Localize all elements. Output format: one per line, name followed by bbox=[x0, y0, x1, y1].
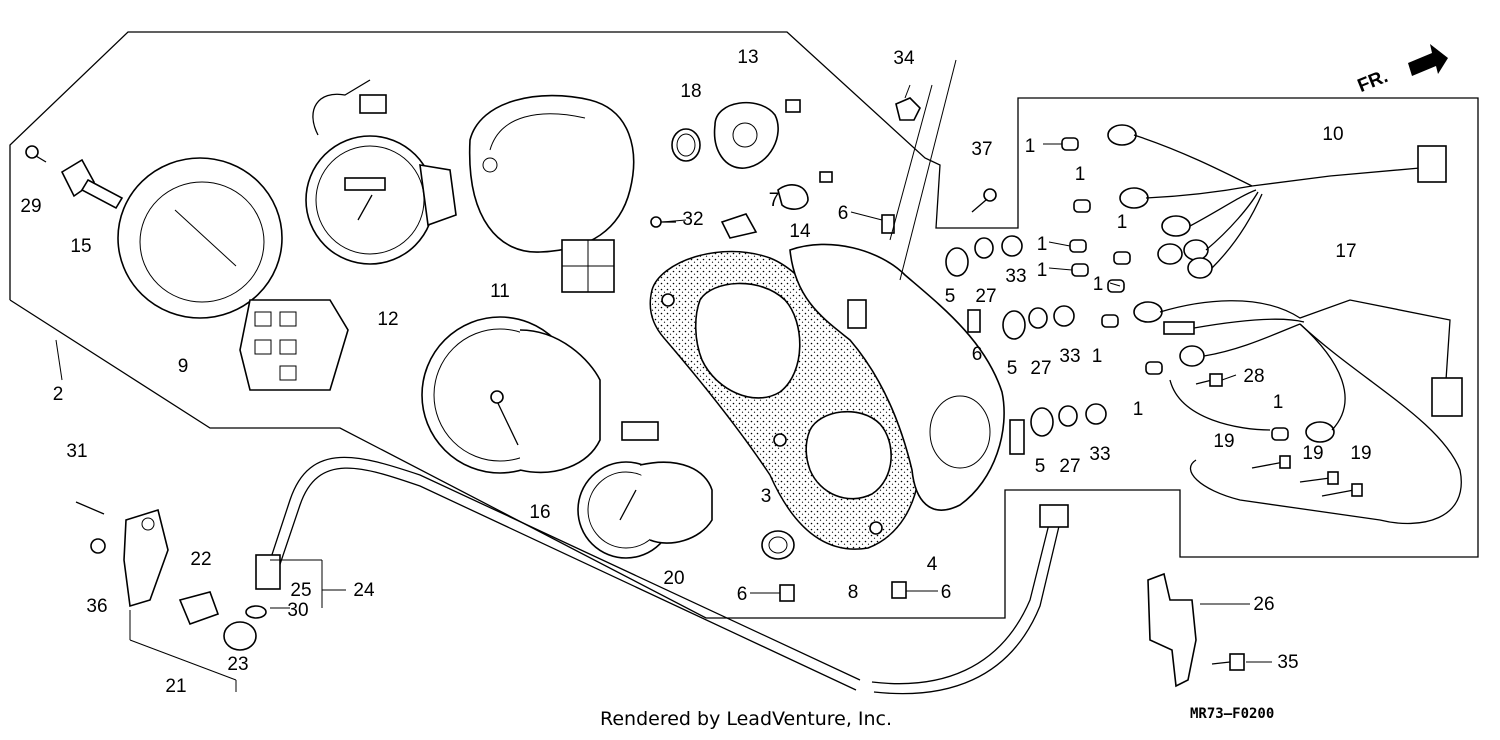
meter-case bbox=[117, 157, 349, 391]
callout-11: 11 bbox=[490, 281, 510, 302]
gasket-8 bbox=[649, 250, 922, 550]
reset-knob bbox=[60, 158, 124, 210]
callout-24: 24 bbox=[353, 580, 375, 601]
callout-1: 1 bbox=[1025, 136, 1036, 157]
bracket-26 bbox=[1147, 572, 1197, 688]
callout-21: 21 bbox=[165, 676, 186, 697]
screw-29 bbox=[25, 145, 47, 163]
callout-20: 20 bbox=[663, 568, 684, 589]
callout-5: 5 bbox=[1007, 358, 1018, 379]
callout-16: 16 bbox=[529, 502, 550, 523]
callout-1: 1 bbox=[1092, 346, 1103, 367]
screw-32 bbox=[650, 216, 676, 228]
nut-34 bbox=[895, 97, 921, 121]
diagram-code: MR73–F0200 bbox=[1190, 706, 1275, 722]
gearbox-13 bbox=[713, 99, 801, 169]
screw-37 bbox=[971, 188, 997, 213]
callout-17: 17 bbox=[1335, 241, 1356, 262]
bulb-socket-7 bbox=[720, 213, 758, 239]
callout-6: 6 bbox=[737, 584, 748, 605]
callout-8: 8 bbox=[848, 582, 859, 603]
speedometer-cable-24 bbox=[255, 456, 1069, 695]
callout-15: 15 bbox=[70, 236, 91, 257]
fuel-gauge-20 bbox=[577, 461, 713, 559]
callout-19: 19 bbox=[1213, 431, 1234, 452]
callout-6: 6 bbox=[838, 203, 849, 224]
callout-23: 23 bbox=[227, 654, 248, 675]
callout-1: 1 bbox=[1037, 260, 1048, 281]
callout-14: 14 bbox=[789, 221, 811, 242]
callout-12: 12 bbox=[377, 309, 398, 330]
callout-33: 33 bbox=[1005, 266, 1026, 287]
speedometer-gearbox-21 bbox=[75, 501, 267, 651]
assembly-outline bbox=[9, 31, 1479, 619]
callout-1: 1 bbox=[1133, 399, 1144, 420]
callout-25: 25 bbox=[290, 580, 311, 601]
callout-26: 26 bbox=[1253, 594, 1274, 615]
callout-1: 1 bbox=[1075, 164, 1086, 185]
bolt-35 bbox=[1211, 653, 1245, 671]
screw-28 bbox=[1195, 373, 1223, 387]
callout-30: 30 bbox=[287, 600, 308, 621]
callout-28: 28 bbox=[1243, 366, 1264, 387]
callout-2: 2 bbox=[53, 384, 64, 405]
callout-33: 33 bbox=[1059, 346, 1080, 367]
callout-27: 27 bbox=[1030, 358, 1051, 379]
callout-5: 5 bbox=[945, 286, 956, 307]
callout-31: 31 bbox=[66, 441, 87, 462]
wire-harness-17 bbox=[1133, 299, 1463, 525]
callout-4: 4 bbox=[927, 554, 938, 575]
socket-6b bbox=[891, 581, 907, 599]
callout-18: 18 bbox=[680, 81, 701, 102]
callout-3: 3 bbox=[761, 486, 772, 507]
callout-22: 22 bbox=[190, 549, 211, 570]
callout-37: 37 bbox=[971, 139, 992, 160]
callout-19: 19 bbox=[1350, 443, 1371, 464]
clip-14 bbox=[777, 184, 809, 210]
leader-lines bbox=[55, 59, 1272, 692]
callout-36: 36 bbox=[86, 596, 107, 617]
callout-29: 29 bbox=[20, 196, 41, 217]
screws-19 bbox=[1251, 455, 1363, 497]
callout-32: 32 bbox=[682, 209, 703, 230]
ring-18 bbox=[671, 128, 701, 162]
callout-1: 1 bbox=[1093, 274, 1104, 295]
callout-6: 6 bbox=[941, 582, 952, 603]
grommet-3 bbox=[761, 530, 795, 560]
footer-credit: Rendered by LeadVenture, Inc. bbox=[600, 708, 893, 730]
socket-6a bbox=[779, 584, 795, 602]
callout-35: 35 bbox=[1277, 652, 1298, 673]
meter-face bbox=[305, 79, 457, 265]
callout-13: 13 bbox=[737, 47, 758, 68]
callout-6: 6 bbox=[972, 344, 983, 365]
direction-label: FR. bbox=[1355, 66, 1391, 97]
lower-housing bbox=[468, 94, 635, 293]
socket-rows bbox=[945, 235, 1107, 437]
callout-1: 1 bbox=[1037, 234, 1048, 255]
callout-9: 9 bbox=[178, 356, 189, 377]
frame-housing-4 bbox=[789, 243, 1025, 511]
callout-5: 5 bbox=[1035, 456, 1046, 477]
front-direction-arrow: FR. bbox=[1355, 44, 1448, 97]
tachometer-16 bbox=[421, 316, 659, 474]
callout-1: 1 bbox=[1117, 212, 1128, 233]
callout-27: 27 bbox=[975, 286, 996, 307]
callout-19: 19 bbox=[1302, 443, 1323, 464]
wire-harness-10 bbox=[1107, 124, 1447, 279]
callout-7: 7 bbox=[769, 190, 780, 211]
callout-1: 1 bbox=[1273, 392, 1284, 413]
callout-33: 33 bbox=[1089, 444, 1110, 465]
callout-34: 34 bbox=[893, 48, 915, 69]
callout-27: 27 bbox=[1059, 456, 1080, 477]
callout-10: 10 bbox=[1322, 124, 1343, 145]
socket-6d bbox=[967, 309, 981, 333]
